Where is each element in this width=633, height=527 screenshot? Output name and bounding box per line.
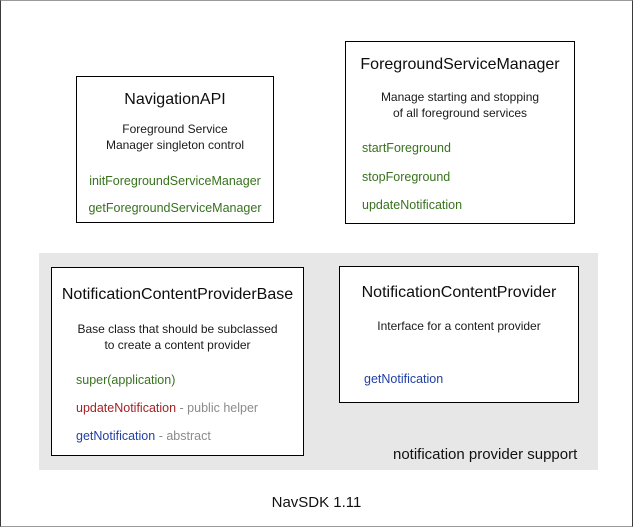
method-label: getNotification	[364, 372, 444, 386]
method-row: super(application)	[52, 373, 303, 388]
class-description: Foreground Service Manager singleton con…	[77, 121, 273, 153]
class-description-line: Manager singleton control	[105, 138, 245, 152]
class-description-line: Base class that should be subclassed	[77, 322, 278, 336]
method-row: startForeground	[346, 141, 574, 156]
method-row: getForegroundServiceManager	[77, 201, 273, 216]
class-description: Manage starting and stopping of all fore…	[346, 89, 574, 121]
method-label: getNotification	[76, 429, 156, 443]
method-annotation: - public helper	[176, 401, 259, 415]
class-description-line: Interface for a content provider	[377, 319, 541, 333]
class-description: Base class that should be subclassed to …	[52, 321, 303, 353]
class-description: Interface for a content provider	[340, 318, 578, 334]
method-label: initForegroundServiceManager	[89, 174, 261, 188]
method-label: getForegroundServiceManager	[88, 201, 262, 215]
diagram-caption: NavSDK 1.11	[271, 494, 362, 511]
class-box-notification-content-provider-base: NotificationContentProviderBase Base cla…	[51, 267, 304, 456]
method-annotation: - abstract	[155, 429, 211, 443]
class-description-line: to create a content provider	[104, 338, 251, 352]
method-label: stopForeground	[362, 170, 451, 184]
class-box-notification-content-provider: NotificationContentProvider Interface fo…	[339, 266, 579, 403]
class-title: NavigationAPI	[124, 91, 226, 108]
class-title: NotificationContentProviderBase	[61, 286, 294, 303]
class-description-line: Manage starting and stopping	[380, 90, 540, 104]
class-description-line: Foreground Service	[122, 122, 228, 136]
method-label: updateNotification	[362, 198, 463, 212]
class-box-foreground-service-manager: ForegroundServiceManager Manage starting…	[345, 41, 575, 224]
method-row: updateNotification	[346, 198, 574, 213]
method-label: updateNotification	[76, 401, 177, 415]
class-title: ForegroundServiceManager	[360, 56, 560, 73]
method-label: startForeground	[362, 141, 451, 155]
class-box-navigation-api: NavigationAPI Foreground Service Manager…	[76, 76, 274, 223]
method-row: getNotification - abstract	[52, 429, 303, 444]
class-title: NotificationContentProvider	[361, 284, 557, 301]
method-row: getNotification	[340, 372, 578, 387]
method-row: stopForeground	[346, 170, 574, 185]
group-label: notification provider support	[393, 446, 578, 463]
method-row: initForegroundServiceManager	[77, 174, 273, 189]
method-row: updateNotification - public helper	[52, 401, 303, 416]
method-label: super(application)	[76, 373, 176, 387]
class-description-line: of all foreground services	[392, 106, 528, 120]
